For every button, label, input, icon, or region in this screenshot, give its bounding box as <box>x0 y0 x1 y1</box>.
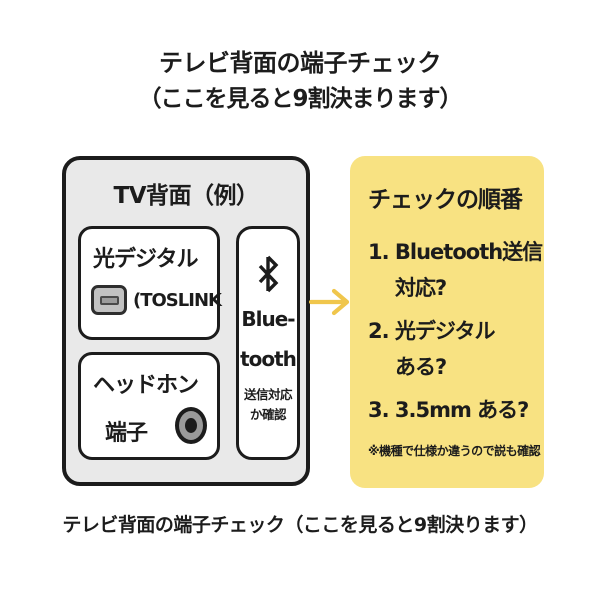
optical-digital-label: 光デジタル <box>93 247 199 272</box>
checklist-item-3-line-1: 3. 3.5mm ある? <box>368 398 529 422</box>
right-arrow-icon <box>309 288 350 316</box>
headphone-jack-box: ヘッドホン 端子 <box>78 352 220 460</box>
title-line-1: テレビ背面の端子チェック <box>159 49 442 77</box>
headphone-jack-icon <box>175 406 207 444</box>
tv-panel-title: TV背面（例） <box>113 183 260 209</box>
bluetooth-word-line1: Blue- <box>241 307 295 331</box>
toslink-slot <box>99 295 119 305</box>
bluetooth-note-line2: か確認 <box>249 407 287 422</box>
tv-back-panel: TV背面（例） 光デジタル (TOSLINK ヘッドホン 端子 <box>62 156 310 486</box>
toslink-row: (TOSLINK <box>91 285 222 315</box>
headphone-label-line2: 端子 <box>105 421 148 446</box>
check-order-panel: チェックの順番 1. Bluetooth送信 対応? 2. 光デジタル ある? … <box>350 156 544 488</box>
checklist-title: チェックの順番 <box>368 187 523 213</box>
toslink-port-icon <box>91 285 127 315</box>
headphone-label-line1: ヘッドホン <box>93 373 199 398</box>
toslink-label: (TOSLINK <box>133 289 222 311</box>
checklist-item-1-line-1: 1. Bluetooth送信 <box>368 240 543 264</box>
optical-digital-box: 光デジタル (TOSLINK <box>78 226 222 340</box>
title-line-2: （ここを見ると9割決まります） <box>138 86 462 112</box>
bottom-caption: テレビ背面の端子チェック（ここを見ると9割決ります） <box>62 514 538 536</box>
checklist-item-2-line-1: 2. 光デジタル <box>368 319 495 343</box>
bluetooth-note-line1: 送信対応 <box>243 387 293 402</box>
checklist-item-1-line-2: 対応? <box>395 276 447 300</box>
bluetooth-icon <box>258 255 279 293</box>
checklist-item-2-line-2: ある? <box>395 355 447 379</box>
headphone-row: 端子 <box>93 403 207 447</box>
bluetooth-box: Blue- tooth 送信対応 か確認 <box>236 226 300 460</box>
page-title: テレビ背面の端子チェック （ここを見ると9割決まります） <box>0 46 600 118</box>
checklist-footnote: ※機種で仕様か違うので説も確認 <box>368 444 541 458</box>
headphone-jack-center <box>185 417 197 433</box>
bluetooth-word-line2: tooth <box>240 347 297 371</box>
